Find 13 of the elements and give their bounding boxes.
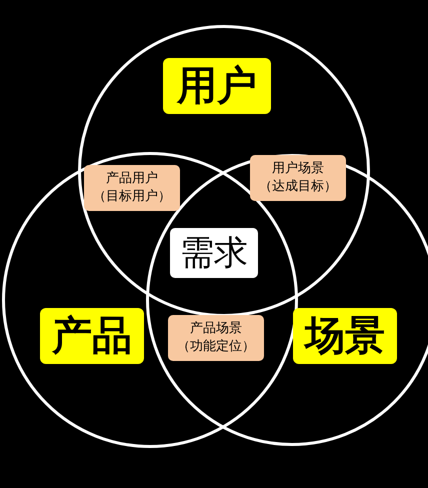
overlap-label: 用户场景 — [272, 160, 324, 178]
circle-title: 产品 — [40, 308, 144, 364]
overlap-label: （功能定位） — [177, 338, 255, 356]
circle-title: 场景 — [293, 308, 397, 364]
circle-title: 用户 — [163, 58, 271, 114]
overlap-label: 产品场景 — [190, 320, 242, 338]
overlap-box — [84, 165, 180, 211]
overlap-box — [250, 155, 346, 201]
overlap-label: （目标用户） — [93, 188, 171, 206]
overlap-label: （达成目标） — [259, 178, 337, 196]
center-label: 需求 — [170, 228, 258, 278]
overlap-label: 产品用户 — [106, 170, 158, 188]
overlap-box — [168, 315, 264, 361]
